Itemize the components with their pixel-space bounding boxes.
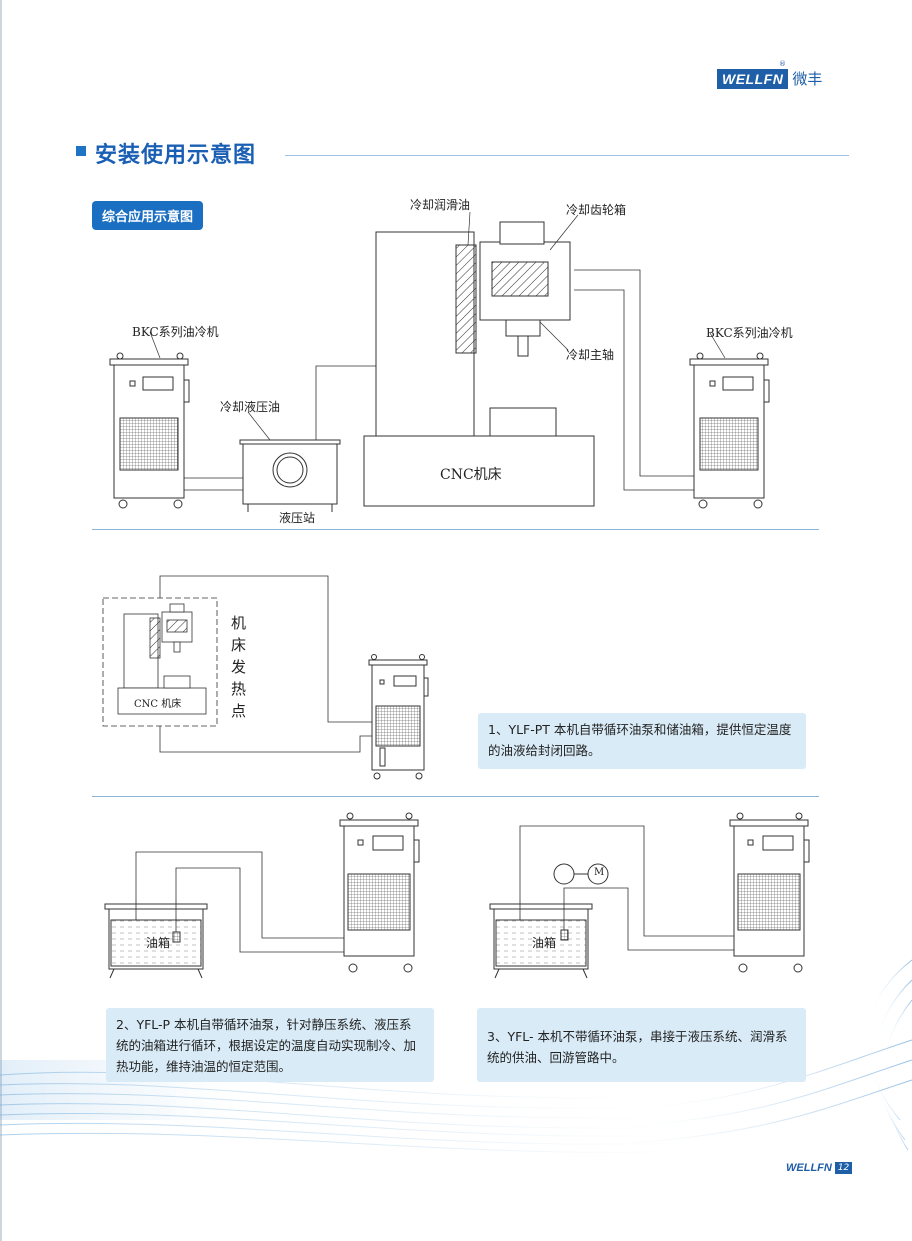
pipes-ylf-pt <box>159 575 372 753</box>
label-tank-4: 油箱 <box>532 936 557 950</box>
chiller-unit-right <box>689 352 770 509</box>
brand-cn: 微丰 <box>792 70 823 88</box>
label-heat-point: 机床发热点 <box>231 614 247 720</box>
footer-brand-en: WELLFN <box>786 1162 832 1174</box>
pipes-tank-3 <box>135 851 344 953</box>
motor-icon: M <box>594 867 605 878</box>
page-edge <box>0 0 2 1241</box>
mini-cnc <box>117 603 207 715</box>
label-chiller-left: BKC系列油冷机 <box>132 325 219 339</box>
chiller-unit-yfl-p <box>339 812 420 973</box>
label-tank-3: 油箱 <box>146 936 171 950</box>
label-hydraulic-station: 液压站 <box>279 511 316 525</box>
oil-tank-3 <box>104 903 208 979</box>
section-tag: 综合应用示意图 <box>92 201 204 230</box>
page-title: 安装使用示意图 <box>95 143 257 168</box>
note-ylf-pt: 1、YLF-PT 本机自带循环油泵和储油箱，提供恒定温度的油液给封闭回路。 <box>478 713 806 769</box>
chiller-unit-yfl <box>729 812 810 973</box>
chiller-unit-left <box>109 352 190 509</box>
pipes-tank-4 <box>519 825 734 951</box>
label-cooling-spindle: 冷却主轴 <box>566 348 615 362</box>
label-cooling-lube: 冷却润滑油 <box>410 198 471 212</box>
section-divider <box>92 529 819 530</box>
title-square-icon <box>76 146 86 156</box>
pump-motor <box>553 863 609 885</box>
page-number: 12 <box>834 1162 853 1174</box>
pipes-left <box>184 365 376 491</box>
title-rule <box>285 155 849 156</box>
footer-brand: WELLFN 12 <box>786 1162 853 1174</box>
reg-mark: ® <box>779 60 786 68</box>
section-divider-2 <box>92 796 819 797</box>
hydraulic-station <box>239 439 341 512</box>
label-chiller-right: BKC系列油冷机 <box>706 326 793 340</box>
brand-logo: WELLFN 微丰 ® <box>717 60 823 89</box>
label-cnc-machine: CNC机床 <box>440 467 502 483</box>
note-yfl-p: 2、YFL-P 本机自带循环油泵，针对静压系统、液压系统的油箱进行循环，根据设定… <box>106 1008 434 1082</box>
label-cooling-hydraulic: 冷却液压油 <box>220 400 281 414</box>
chiller-unit-ylf-pt <box>368 654 429 780</box>
pipes-right <box>574 269 694 491</box>
note-yfl: 3、YFL- 本机不带循环油泵，串接于液压系统、润滑系统的供油、回游管路中。 <box>477 1008 806 1082</box>
oil-tank-4 <box>489 903 593 979</box>
label-cnc-small: CNC 机床 <box>134 699 182 710</box>
label-cooling-gearbox: 冷却齿轮箱 <box>566 203 627 217</box>
cnc-machine <box>363 221 595 507</box>
brand-en: WELLFN <box>717 68 789 89</box>
